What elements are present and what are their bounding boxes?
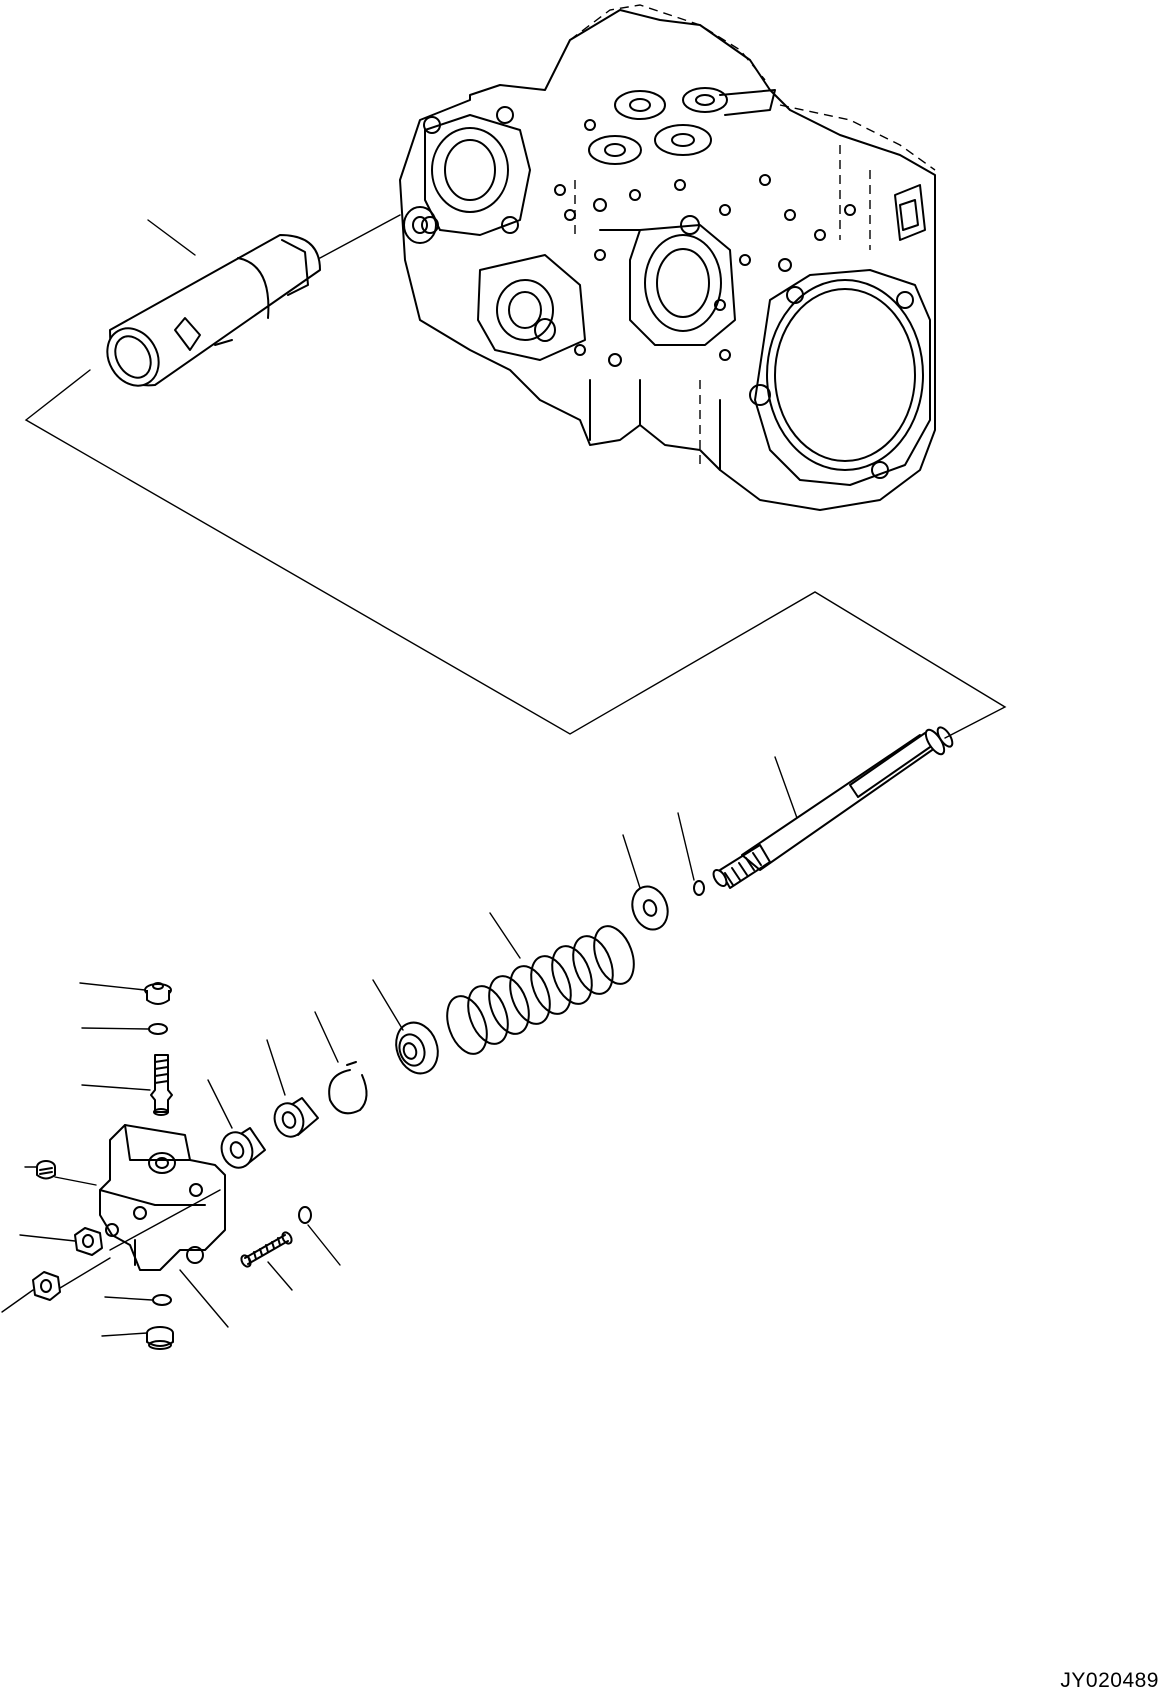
washer: [627, 882, 674, 935]
o-ring-side: [299, 1207, 311, 1223]
plug-top: [145, 983, 171, 1004]
valve-body: [100, 1125, 225, 1270]
nipple: [151, 1055, 172, 1115]
snap-ring: [329, 1062, 366, 1113]
collar: [270, 1098, 318, 1141]
nut-middle: [75, 1228, 102, 1255]
plug-bottom: [147, 1327, 173, 1349]
small-spring: [240, 1231, 294, 1268]
leader-lines: [2, 220, 797, 1336]
o-ring-bottom: [153, 1295, 171, 1305]
spring-seat: [389, 1017, 444, 1080]
o-ring-rod: [694, 881, 704, 895]
bushing: [217, 1128, 265, 1172]
sleeve: [97, 235, 320, 395]
piston-rod: [711, 725, 955, 888]
nut-bottom: [33, 1272, 60, 1300]
o-ring-top: [149, 1024, 167, 1034]
assembly-lines: [26, 215, 1005, 1288]
drawing-id-label: JY020489: [1060, 1669, 1159, 1692]
spring: [440, 921, 641, 1060]
set-screw: [37, 1161, 55, 1179]
pump-case: [400, 5, 935, 510]
